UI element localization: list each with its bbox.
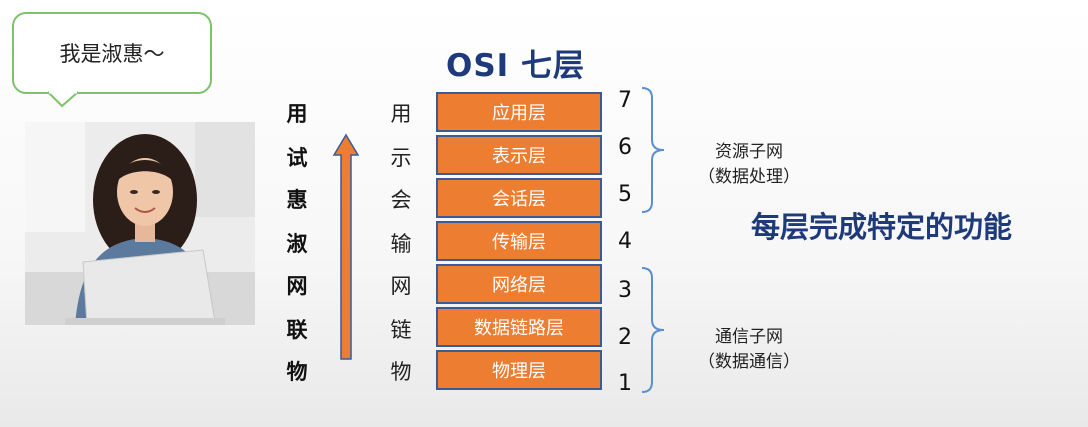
diagram-title: OSI 七层 — [446, 48, 586, 84]
layer-number: 4 — [618, 229, 632, 254]
resource-subnet-bracket — [641, 87, 665, 213]
abbreviation-char: 会 — [390, 188, 412, 212]
resource-subnet-label: 资源子网 （数据处理） — [684, 140, 814, 190]
layer-number: 3 — [618, 278, 632, 303]
mnemonic-char: 惠 — [286, 187, 308, 212]
resource-subnet-desc: （数据处理） — [698, 167, 800, 187]
speech-bubble: 我是淑惠～ — [12, 12, 212, 94]
abbreviation-char: 输 — [390, 232, 412, 256]
layer-number: 2 — [618, 325, 632, 350]
slogan-text: 每层完成特定的功能 — [751, 210, 1013, 244]
comm-subnet-bracket — [641, 267, 665, 393]
mnemonic-char: 网 — [286, 273, 308, 298]
layer-data-link: 数据链路层 — [436, 307, 602, 347]
up-arrow-icon — [332, 133, 360, 360]
layer-session: 会话层 — [436, 178, 602, 218]
comm-subnet-desc: （数据通信） — [698, 352, 800, 372]
layer-number: 5 — [618, 182, 632, 207]
mnemonic-char: 试 — [286, 145, 308, 170]
abbreviation-char: 网 — [390, 274, 412, 298]
woman-laptop-illustration — [25, 122, 255, 325]
layer-application: 应用层 — [436, 92, 602, 132]
layer-number: 6 — [618, 135, 632, 160]
abbreviation-char: 物 — [390, 360, 412, 384]
mnemonic-char: 联 — [286, 317, 308, 342]
abbreviation-char: 链 — [390, 318, 412, 342]
speech-bubble-text: 我是淑惠～ — [59, 42, 165, 66]
layer-number: 1 — [618, 371, 632, 396]
layer-network: 网络层 — [436, 264, 602, 304]
woman-laptop-photo — [25, 122, 255, 325]
mnemonic-char: 物 — [286, 359, 308, 384]
layer-transport: 传输层 — [436, 221, 602, 261]
layer-number: 7 — [618, 88, 632, 113]
abbreviation-char: 示 — [390, 146, 412, 170]
comm-subnet-name: 通信子网 — [715, 327, 783, 347]
layer-physical: 物理层 — [436, 350, 602, 390]
mnemonic-char: 用 — [286, 101, 308, 126]
comm-subnet-label: 通信子网 （数据通信） — [684, 325, 814, 375]
layer-presentation: 表示层 — [436, 135, 602, 175]
mnemonic-char: 淑 — [286, 231, 308, 256]
abbreviation-char: 用 — [390, 102, 412, 126]
resource-subnet-name: 资源子网 — [715, 142, 783, 162]
